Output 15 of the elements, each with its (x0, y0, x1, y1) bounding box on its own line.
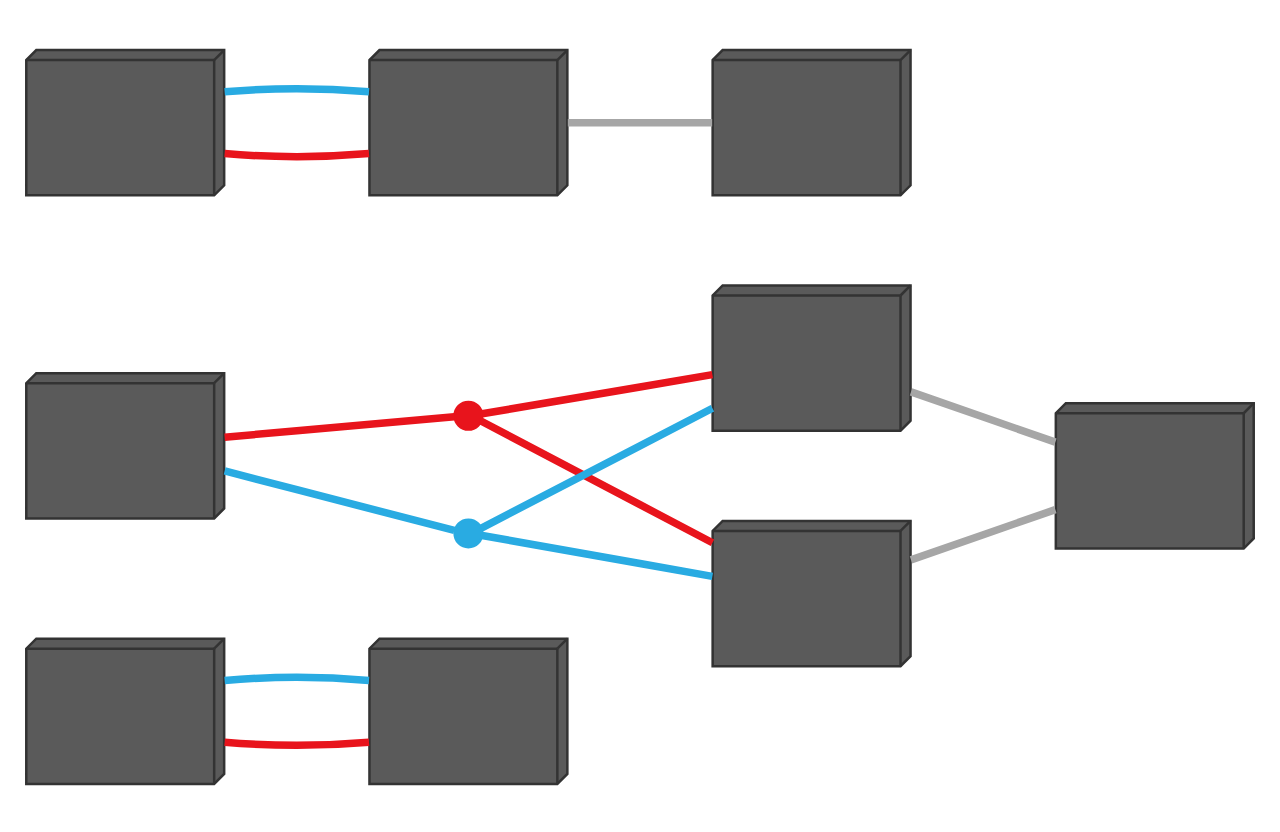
node-circle (453, 517, 484, 548)
node-circle (453, 399, 484, 430)
connector (481, 530, 714, 580)
connector (479, 403, 715, 531)
connector (224, 672, 370, 684)
connector (224, 148, 370, 160)
connector (224, 412, 455, 440)
connector (223, 466, 456, 534)
connector (224, 737, 370, 748)
connector (909, 387, 1057, 445)
connector (909, 505, 1057, 563)
connector (224, 84, 370, 95)
connector (567, 117, 713, 126)
connector (479, 416, 715, 546)
connector (481, 369, 713, 417)
